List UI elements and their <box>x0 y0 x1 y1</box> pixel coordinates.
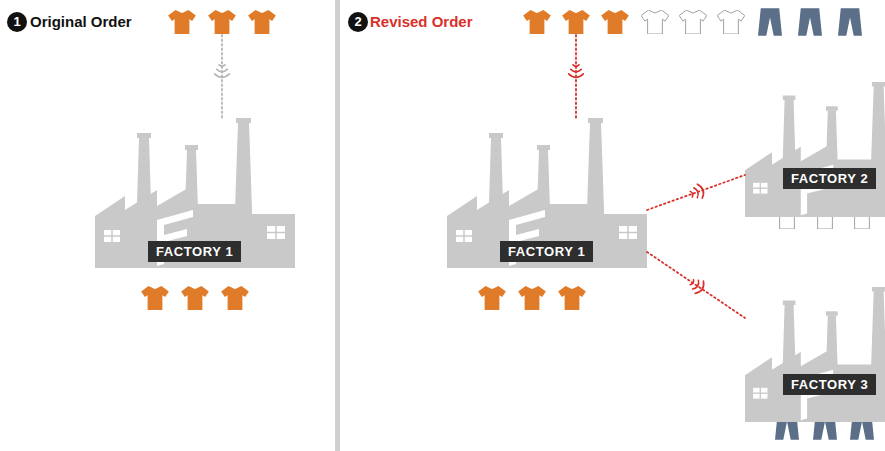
signal-connector-group <box>647 252 745 318</box>
factory-outline <box>745 82 885 217</box>
orange-shirt <box>523 10 551 34</box>
factory-label: FACTORY 3 <box>783 374 876 395</box>
white-shirt <box>641 10 669 34</box>
wave-arc <box>569 74 584 78</box>
orange-shirt <box>168 10 196 34</box>
original-order-shirts <box>168 10 276 34</box>
callout-number: 1 <box>7 12 27 32</box>
signal-waves <box>689 183 706 201</box>
signal-line <box>647 252 745 318</box>
revised-order-pants <box>758 8 862 36</box>
wave-arc <box>215 74 230 78</box>
signal-connector-group <box>569 35 584 118</box>
revised-order-shirts <box>523 10 629 34</box>
factory-label: FACTORY 2 <box>783 168 876 189</box>
wave-arc <box>571 69 581 71</box>
pants-icon <box>758 8 782 36</box>
factory-label: FACTORY 1 <box>500 241 593 262</box>
wave-arc <box>219 65 225 66</box>
signal-waves <box>569 65 584 78</box>
factory-node: FACTORY 2 <box>745 82 885 217</box>
factory-output-shirts <box>478 286 586 310</box>
order-heading: Original Order <box>30 9 280 35</box>
signal-connector-group <box>647 175 745 210</box>
wave-arc <box>573 65 579 66</box>
revised-order-white-shirts <box>641 10 745 34</box>
orange-shirt <box>562 10 590 34</box>
factory-node: FACTORY 3 <box>745 287 885 422</box>
signal-connector-group <box>215 35 230 118</box>
wave-arc <box>217 69 227 71</box>
wave-arc <box>693 280 701 290</box>
wave-arc <box>694 187 700 198</box>
order-title: Original Order <box>30 9 280 35</box>
signal-line <box>575 35 577 118</box>
pants-icon <box>838 8 862 36</box>
orange-shirt <box>478 286 506 310</box>
factory-label: FACTORY 1 <box>148 241 241 262</box>
wave-arc <box>697 183 705 198</box>
orange-shirt <box>181 286 209 310</box>
factory-node: FACTORY 1 <box>95 118 295 268</box>
orange-shirt <box>248 10 276 34</box>
white-shirt <box>679 10 707 34</box>
order-title: Revised Order <box>370 9 870 35</box>
orange-shirt <box>208 10 236 34</box>
order-heading: Revised Order <box>370 9 870 35</box>
orange-shirt <box>601 10 629 34</box>
orange-shirt <box>518 286 546 310</box>
callout-number: 2 <box>348 12 368 32</box>
signal-line <box>221 35 223 118</box>
signal-waves <box>688 276 707 295</box>
orange-shirt <box>141 286 169 310</box>
signal-line <box>647 175 745 210</box>
signal-waves <box>215 65 230 78</box>
factory-outline <box>745 287 885 422</box>
pants-icon <box>798 8 822 36</box>
wave-arc <box>690 191 693 197</box>
factory-node: FACTORY 1 <box>447 118 647 268</box>
factory-output-shirts <box>141 286 249 310</box>
orange-shirt <box>558 286 586 310</box>
wave-arc <box>690 280 695 286</box>
orange-shirt <box>221 286 249 310</box>
panel-divider <box>335 0 340 451</box>
white-shirt <box>717 10 745 34</box>
wave-arc <box>695 281 706 295</box>
